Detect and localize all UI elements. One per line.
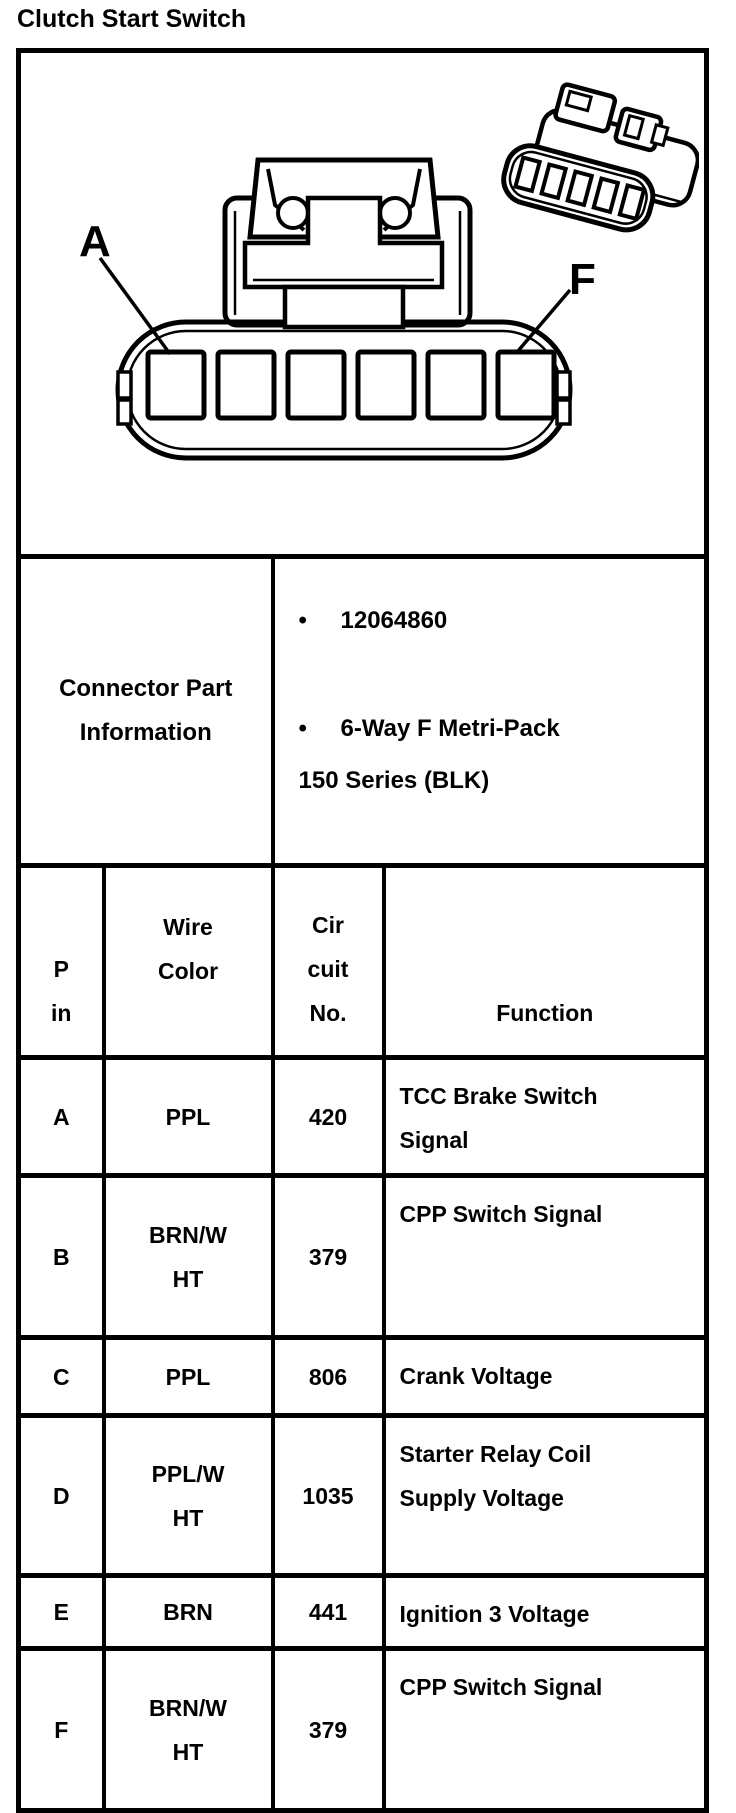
circuit-no-cell: 420: [270, 1055, 386, 1178]
bullet-icon: •: [298, 715, 307, 742]
header-wire-color: Wire Color: [101, 863, 275, 1060]
table-header-row: P in Wire Color Cir cuit No. Function: [16, 863, 709, 1060]
table-row-pin-f: F BRN/W HT 379 CPP Switch Signal: [16, 1646, 709, 1813]
wire-color-cell: BRN/W HT: [101, 1646, 275, 1813]
circuit-no-cell: 379: [270, 1173, 386, 1340]
table-row-pin-c: C PPL 806 Crank Voltage: [16, 1335, 709, 1418]
pin-cell: B: [16, 1173, 106, 1340]
pin-label-a: A: [79, 217, 111, 266]
pin-cell: A: [16, 1055, 106, 1178]
function-cell: Starter Relay Coil Supply Voltage: [381, 1413, 709, 1578]
latch-beam: [242, 195, 445, 290]
circuit-no-cell: 441: [270, 1573, 386, 1651]
function-cell: Ignition 3 Voltage: [381, 1573, 709, 1651]
cavity-a: [145, 349, 207, 421]
wire-color-cell: PPL: [101, 1335, 275, 1418]
page-title: Clutch Start Switch: [17, 5, 247, 33]
wire-color-cell: BRN/W HT: [101, 1173, 275, 1340]
pin-cell: E: [16, 1573, 106, 1651]
connector-info-table: A F Connector Part Information • 12064860…: [16, 48, 709, 1813]
cavity-f: [495, 349, 557, 421]
circuit-no-cell: 379: [270, 1646, 386, 1813]
connector-part-info-values: •12064860 •6-Way F Metri-Pack 150 Series…: [270, 554, 709, 868]
leader-line-f: [516, 288, 572, 353]
cavity-c: [285, 349, 347, 421]
cavity-e: [425, 349, 487, 421]
wire-color-cell: PPL/W HT: [101, 1413, 275, 1578]
table-row-pin-d: D PPL/W HT 1035 Starter Relay Coil Suppl…: [16, 1413, 709, 1578]
function-cell: CPP Switch Signal: [381, 1173, 709, 1340]
function-cell: TCC Brake Switch Signal: [381, 1055, 709, 1178]
tower-base: [282, 284, 406, 330]
iso-connector-view: [501, 82, 701, 233]
function-cell: Crank Voltage: [381, 1335, 709, 1418]
circuit-no-cell: 1035: [270, 1413, 386, 1578]
connector-type-item: •6-Way F Metri-Pack 150 Series (BLK): [299, 703, 693, 807]
pin-cell: C: [16, 1335, 106, 1418]
connector-part-info-label: Connector Part Information: [16, 554, 275, 868]
wire-color-cell: PPL: [101, 1055, 275, 1178]
header-circuit-no: Cir cuit No.: [270, 863, 386, 1060]
connector-diagram-svg: A F: [79, 82, 701, 461]
header-function: Function: [381, 863, 709, 1060]
cavity-d: [355, 349, 417, 421]
part-number: 12064860: [340, 607, 448, 634]
connector-diagram-cell: A F: [16, 48, 709, 559]
pin-cell: D: [16, 1413, 106, 1578]
wire-color-cell: BRN: [101, 1573, 275, 1651]
cavity-b: [215, 349, 277, 421]
part-number-item: • 12064860: [299, 595, 693, 647]
pin-cell: F: [16, 1646, 106, 1813]
table-row-pin-b: B BRN/W HT 379 CPP Switch Signal: [16, 1173, 709, 1340]
bullet-icon: •: [298, 607, 307, 634]
header-pin: P in: [16, 863, 106, 1060]
table-row-pin-e: E BRN 441 Ignition 3 Voltage: [16, 1573, 709, 1651]
leader-line-a: [98, 256, 172, 356]
front-connector-view: [98, 157, 573, 461]
connector-type: 6-Way F Metri-Pack 150 Series (BLK): [298, 715, 560, 794]
pin-label-f: F: [569, 255, 596, 304]
function-cell: CPP Switch Signal: [381, 1646, 709, 1813]
table-row-pin-a: A PPL 420 TCC Brake Switch Signal: [16, 1055, 709, 1178]
circuit-no-cell: 806: [270, 1335, 386, 1418]
